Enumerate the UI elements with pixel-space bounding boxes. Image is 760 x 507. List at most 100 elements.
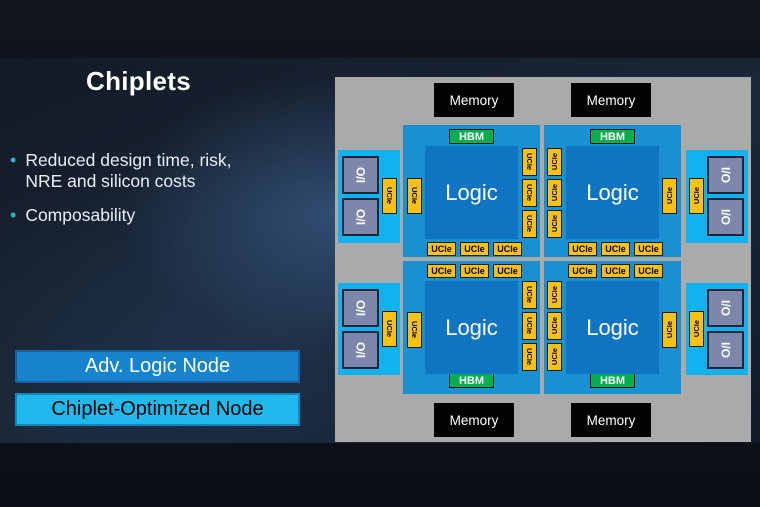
ucie-phy: UCIe [522,179,537,207]
hbm-label: HBM [458,374,485,387]
ucie-phy: UCIe [522,210,537,238]
logic-label: Logic [445,314,498,340]
ucie-phy: UCIe [382,311,397,347]
logic-label: Logic [586,179,639,205]
ucie-phy: UCIe [547,343,562,371]
ucie-stack: UCIe UCIe UCIe [547,281,562,371]
ucie-label: UCIe [410,187,419,205]
ucie-phy: UCIe [601,242,630,256]
quadrant-top-right: HBM Logic UCIe UCIe UCIe UCIe UCIe UCIe … [544,125,681,257]
ucie-phy: UCIe [634,264,663,278]
ucie-label: UCIe [525,215,534,233]
io-label: I/O [353,299,368,316]
io-die: I/O [707,156,744,194]
io-die: I/O [707,198,744,236]
ucie-label: UCIe [525,153,534,171]
memory-label: Memory [586,412,636,428]
ucie-label: UCIe [497,244,518,254]
bullet-text: Composability [25,205,136,225]
ucie-label: UCIe [525,317,534,335]
ucie-label: UCIe [431,244,452,254]
hbm-label: HBM [458,130,485,143]
ucie-label: UCIe [464,266,485,276]
logic-die: Logic [425,146,518,239]
logic-die: Logic [566,146,659,239]
ucie-row: UCIe UCIe UCIe [427,242,522,256]
ucie-label: UCIe [550,153,559,171]
io-label: I/O [718,208,733,225]
ucie-phy: UCIe [601,264,630,278]
ucie-phy: UCIe [547,179,562,207]
io-label: I/O [353,208,368,225]
ucie-row: UCIe UCIe UCIe [427,264,522,278]
ucie-label: UCIe [550,286,559,304]
ucie-phy: UCIe [662,178,677,214]
ucie-phy: UCIe [547,148,562,176]
ucie-phy: UCIe [689,178,704,214]
ucie-phy: UCIe [568,264,597,278]
hbm-die: HBM [449,129,494,144]
ucie-phy: UCIe [493,264,522,278]
io-chiplet-bottom-left: I/O I/O UCIe [338,283,400,375]
hbm-label: HBM [599,374,626,387]
chiplet-package-diagram: Memory Memory Memory Memory I/O I/O UCIe… [335,77,751,442]
ucie-row: UCIe UCIe UCIe [568,264,663,278]
ucie-label: UCIe [572,244,593,254]
memory-chip-bottom-left: Memory [434,403,514,437]
ucie-label: UCIe [385,187,394,205]
io-label: I/O [718,341,733,358]
hbm-label: HBM [599,130,626,143]
slide-title: Chiplets [86,66,191,96]
bullet-list: Reduced design time, risk, NRE and silic… [10,150,260,239]
ucie-phy: UCIe [382,178,397,214]
ucie-stack: UCIe UCIe UCIe [522,148,537,238]
ucie-label: UCIe [605,266,626,276]
hbm-die: HBM [590,129,635,144]
ucie-label: UCIe [638,266,659,276]
ucie-phy: UCIe [522,343,537,371]
memory-chip-bottom-right: Memory [571,403,651,437]
logic-die: Logic [566,281,659,374]
io-label: I/O [718,166,733,183]
memory-chip-top-right: Memory [571,83,651,117]
ucie-label: UCIe [605,244,626,254]
hbm-die: HBM [590,373,635,388]
ucie-phy: UCIe [522,148,537,176]
ucie-phy: UCIe [427,264,456,278]
ucie-label: UCIe [665,187,674,205]
memory-label: Memory [449,412,499,428]
io-label: I/O [718,299,733,316]
ucie-label: UCIe [410,321,419,339]
io-label: I/O [353,341,368,358]
ucie-phy: UCIe [634,242,663,256]
ucie-phy: UCIe [522,281,537,309]
io-die: I/O [342,289,379,327]
quadrant-top-left: HBM Logic UCIe UCIe UCIe UCIe UCIe UCIe … [403,125,540,257]
ucie-phy: UCIe [689,311,704,347]
ucie-phy: UCIe [568,242,597,256]
ucie-label: UCIe [692,187,701,205]
ucie-label: UCIe [665,321,674,339]
ucie-label: UCIe [550,184,559,202]
ucie-phy: UCIe [493,242,522,256]
bullet-text: Reduced design time, risk, NRE and silic… [25,150,232,191]
ucie-phy: UCIe [547,312,562,340]
ucie-label: UCIe [497,266,518,276]
io-chiplet-bottom-right: I/O I/O UCIe [686,283,748,375]
quadrant-bottom-right: HBM Logic UCIe UCIe UCIe UCIe UCIe UCIe … [544,261,681,394]
ucie-stack: UCIe UCIe UCIe [522,281,537,371]
ucie-phy: UCIe [460,242,489,256]
ucie-label: UCIe [464,244,485,254]
io-die: I/O [707,331,744,369]
io-die: I/O [707,289,744,327]
bullet-item: Reduced design time, risk, NRE and silic… [10,150,260,192]
io-die: I/O [342,331,379,369]
logic-label: Logic [445,179,498,205]
ucie-phy: UCIe [662,312,677,348]
ucie-label: UCIe [431,266,452,276]
io-chiplet-top-left: I/O I/O UCIe [338,150,400,243]
ucie-phy: UCIe [522,312,537,340]
ucie-label: UCIe [385,320,394,338]
ucie-phy: UCIe [547,281,562,309]
